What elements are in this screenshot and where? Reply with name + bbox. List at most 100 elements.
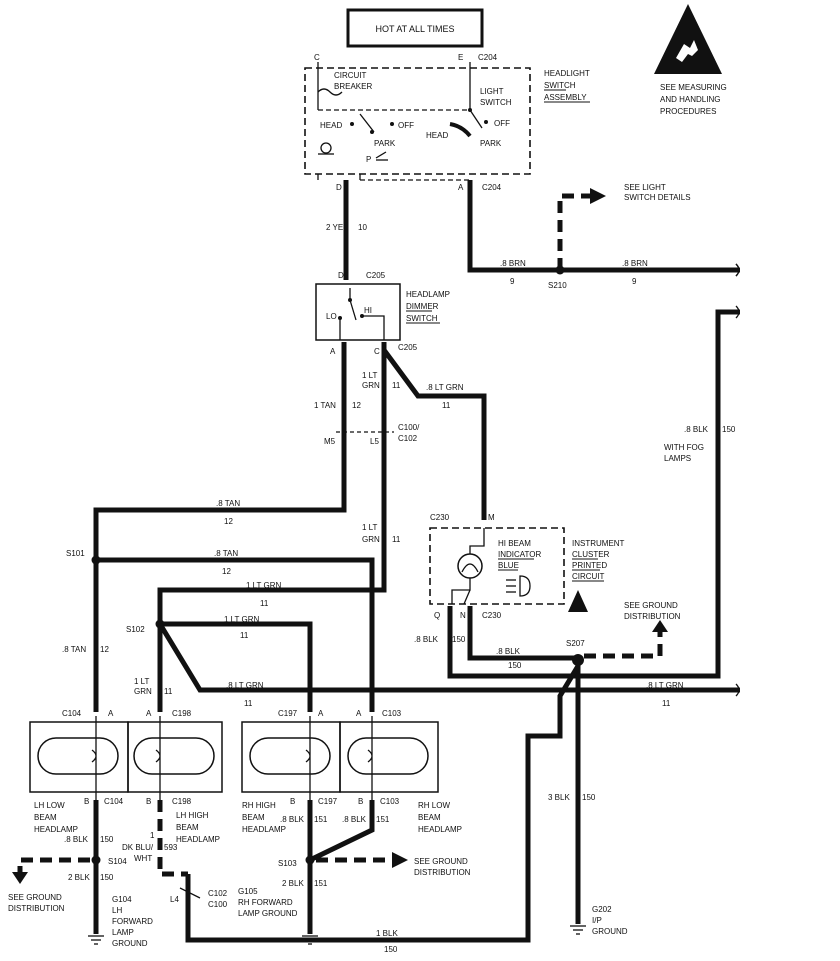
- wire-light-switch-details: [557, 193, 590, 270]
- ground-g202-icon: [570, 925, 586, 935]
- brn-left-label: .8 BRN: [500, 259, 526, 268]
- s207-label: S207: [566, 639, 585, 648]
- blk-rhl-circuit: 151: [376, 815, 390, 824]
- rh-low-line2: BEAM: [418, 813, 441, 822]
- ltgrn-f-circuit: 11: [164, 687, 173, 696]
- pin-m-label: M: [488, 513, 495, 522]
- ltgrn-c-2: GRN: [362, 535, 380, 544]
- lh-low-line2: BEAM: [34, 813, 57, 822]
- rh-high-pin-a: A: [318, 709, 324, 718]
- s101-label: S101: [66, 549, 85, 558]
- cluster-title-line4: CIRCUIT: [572, 572, 605, 581]
- esd-small-icon: [568, 590, 588, 612]
- g104-line4: LAMP: [112, 928, 134, 937]
- dkblu-label2: WHT: [134, 854, 152, 863]
- fog-note-line1: WITH FOG: [664, 443, 704, 452]
- light-switch-line2: SWITCH: [480, 98, 512, 107]
- fog-note-line2: LAMPS: [664, 454, 691, 463]
- indicator-line1: HI BEAM: [498, 539, 531, 548]
- ltgrn-a-2: GRN: [362, 381, 380, 390]
- ltgrn-c-1: 1 LT: [362, 523, 378, 532]
- wire-brn-9: [467, 180, 740, 273]
- ltgrn-a-1: 1 LT: [362, 371, 378, 380]
- c103-bottom-label: C103: [380, 797, 400, 806]
- headlamp-symbol-icon: [318, 142, 334, 155]
- lh-low-pin-b: B: [84, 797, 89, 806]
- indicator-line3: BLUE: [498, 561, 519, 570]
- cluster-title-line1: INSTRUMENT: [572, 539, 625, 548]
- cluster-title-line2: CLUSTER: [572, 550, 610, 559]
- blk-rhl-label: .8 BLK: [342, 815, 367, 824]
- s210-label: S210: [548, 281, 567, 290]
- tan-left-circuit: 12: [100, 645, 109, 654]
- ltgrn-g-circuit: 11: [244, 699, 253, 708]
- c204-bottom-label: C204: [482, 183, 502, 192]
- rh-low-pin-b: B: [358, 797, 363, 806]
- wire-ltgrn-11-rh: [160, 621, 313, 712]
- c102-label: C102: [398, 434, 418, 443]
- ltgrn-c-circuit: 11: [392, 535, 401, 544]
- g105-line2: RH FORWARD: [238, 898, 293, 907]
- hot-at-all-times-label: HOT AT ALL TIMES: [375, 24, 454, 34]
- dkblu-1: 1: [150, 831, 155, 840]
- g104-line1: G104: [112, 895, 132, 904]
- ltgrn-d-circuit: 11: [260, 599, 269, 608]
- dimmer-title-line2: DIMMER: [406, 302, 439, 311]
- gd-lh-line2: DISTRIBUTION: [8, 904, 65, 913]
- pin-c-label: C: [314, 53, 320, 62]
- c104-bottom-label: C104: [104, 797, 124, 806]
- pin-e-label: E: [458, 53, 463, 62]
- g105-line3: LAMP GROUND: [238, 909, 298, 918]
- dkblu-circuit: 593: [164, 843, 178, 852]
- ltgrn-a-circuit: 11: [392, 381, 401, 390]
- dimmer-pin-c: C: [374, 347, 380, 356]
- blk-q-circuit: 150: [452, 635, 466, 644]
- ltgrn-e-label: 1 LT GRN: [224, 615, 259, 624]
- blk-lhl-label: .8 BLK: [64, 835, 89, 844]
- blk-rhh-circuit: 151: [314, 815, 328, 824]
- blk3-circuit: 150: [582, 793, 596, 802]
- tan1-circuit: 12: [352, 401, 361, 410]
- off-left-label: OFF: [398, 121, 414, 130]
- dimmer-title-line3: SWITCH: [406, 314, 438, 323]
- gd-lh-line1: SEE GROUND: [8, 893, 62, 902]
- c205-bottom-label: C205: [398, 343, 418, 352]
- wire-blk-150-q: [447, 606, 578, 679]
- blk-lhl2-label: 2 BLK: [68, 873, 90, 882]
- cluster-title-line3: PRINTED: [572, 561, 607, 570]
- hi-label: HI: [364, 306, 372, 315]
- blk-lhl-circuit: 150: [100, 835, 114, 844]
- tan-top-circuit: 12: [224, 517, 233, 526]
- lh-headlamp-assembly: [29, 721, 223, 793]
- wire-ground-dist-s104: [17, 857, 90, 872]
- ground-g104-icon: [88, 935, 104, 945]
- dimmer-pin-a: A: [330, 347, 336, 356]
- rh-low-line1: RH LOW: [418, 801, 450, 810]
- c102b-label: C102: [208, 889, 228, 898]
- s103-label: S103: [278, 859, 297, 868]
- splice-s104: [91, 855, 101, 865]
- c230-top-label: C230: [430, 513, 450, 522]
- blk-rh2-circuit: 151: [314, 879, 328, 888]
- ground-dist-line1: SEE GROUND: [624, 601, 678, 610]
- yel-label: 2 YEL: [326, 223, 348, 232]
- blk-rhh-label: .8 BLK: [280, 815, 305, 824]
- m5-label: M5: [324, 437, 336, 446]
- s102-label: S102: [126, 625, 145, 634]
- ltgrn-g-label: .8 LT GRN: [226, 681, 264, 690]
- rh-low-pin-a: A: [356, 709, 362, 718]
- ltgrn-e-circuit: 11: [240, 631, 249, 640]
- dimmer-switch-box: [315, 283, 401, 341]
- wire-ltgrn-11-b: [381, 348, 487, 520]
- blk-q-label: .8 BLK: [414, 635, 439, 644]
- park-right-label: PARK: [480, 139, 502, 148]
- g104-line3: FORWARD: [112, 917, 153, 926]
- arrow-right-icon: [590, 188, 606, 204]
- indicator-line2: INDICATOR: [498, 550, 541, 559]
- high-beam-icon: [506, 575, 531, 597]
- lh-low-line1: LH LOW: [34, 801, 65, 810]
- g202-line3: GROUND: [592, 927, 628, 936]
- rh-high-pin-b: B: [290, 797, 295, 806]
